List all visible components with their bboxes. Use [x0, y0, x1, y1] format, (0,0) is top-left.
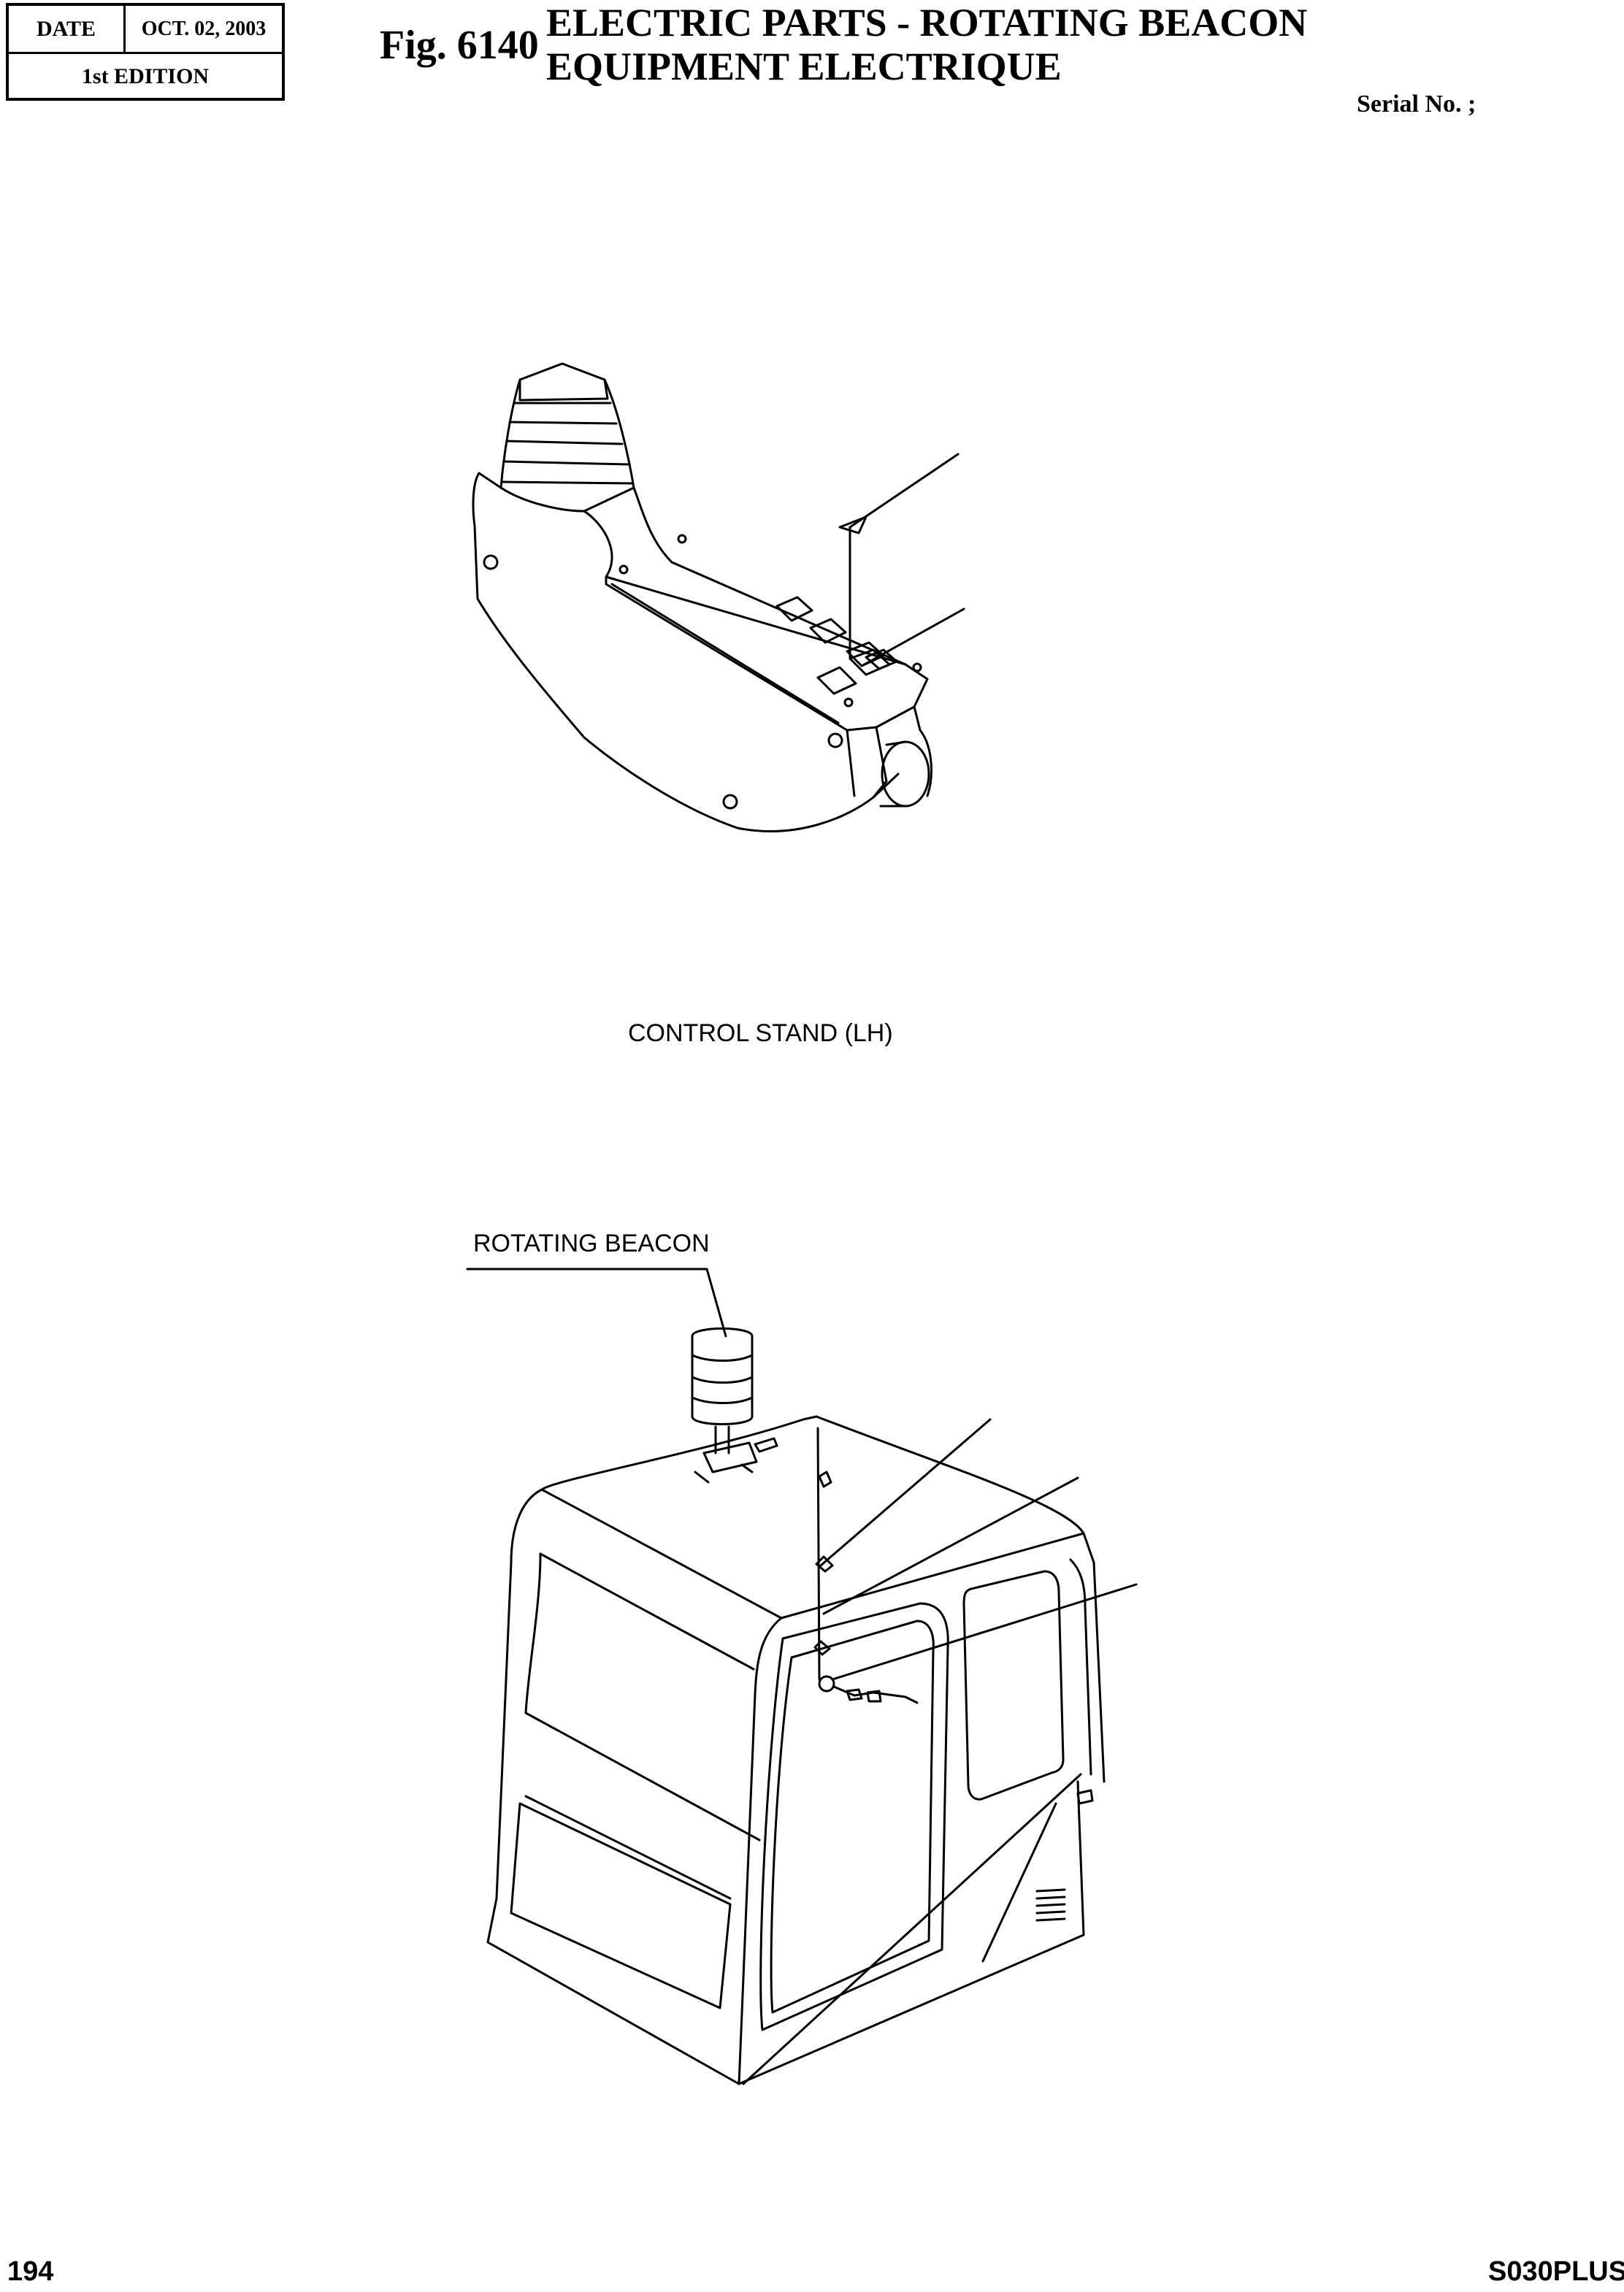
page-subtitle: EQUIPMENT ELECTRIQUE	[546, 45, 1062, 88]
page-number: 194	[7, 2256, 54, 2287]
date-label: DATE	[9, 6, 126, 52]
serial-number: Serial No. ;	[1357, 91, 1476, 118]
control-stand-illustration	[472, 362, 965, 832]
rotating-beacon-label: ROTATING BEACON	[473, 1230, 710, 1257]
date-edition-box: DATE OCT. 02, 2003 1st EDITION	[6, 3, 285, 101]
page-title: ELECTRIC PARTS - ROTATING BEACON	[546, 1, 1308, 45]
date-value: OCT. 02, 2003	[141, 17, 267, 40]
date-row: DATE OCT. 02, 2003	[9, 6, 282, 54]
figure-number: Fig. 6140	[380, 23, 539, 68]
model-number: S030PLUS	[1488, 2256, 1624, 2287]
edition-label: 1st EDITION	[81, 64, 210, 88]
control-stand-caption: CONTROL STAND (LH)	[628, 1019, 893, 1047]
cab-illustration	[466, 1268, 1138, 2085]
